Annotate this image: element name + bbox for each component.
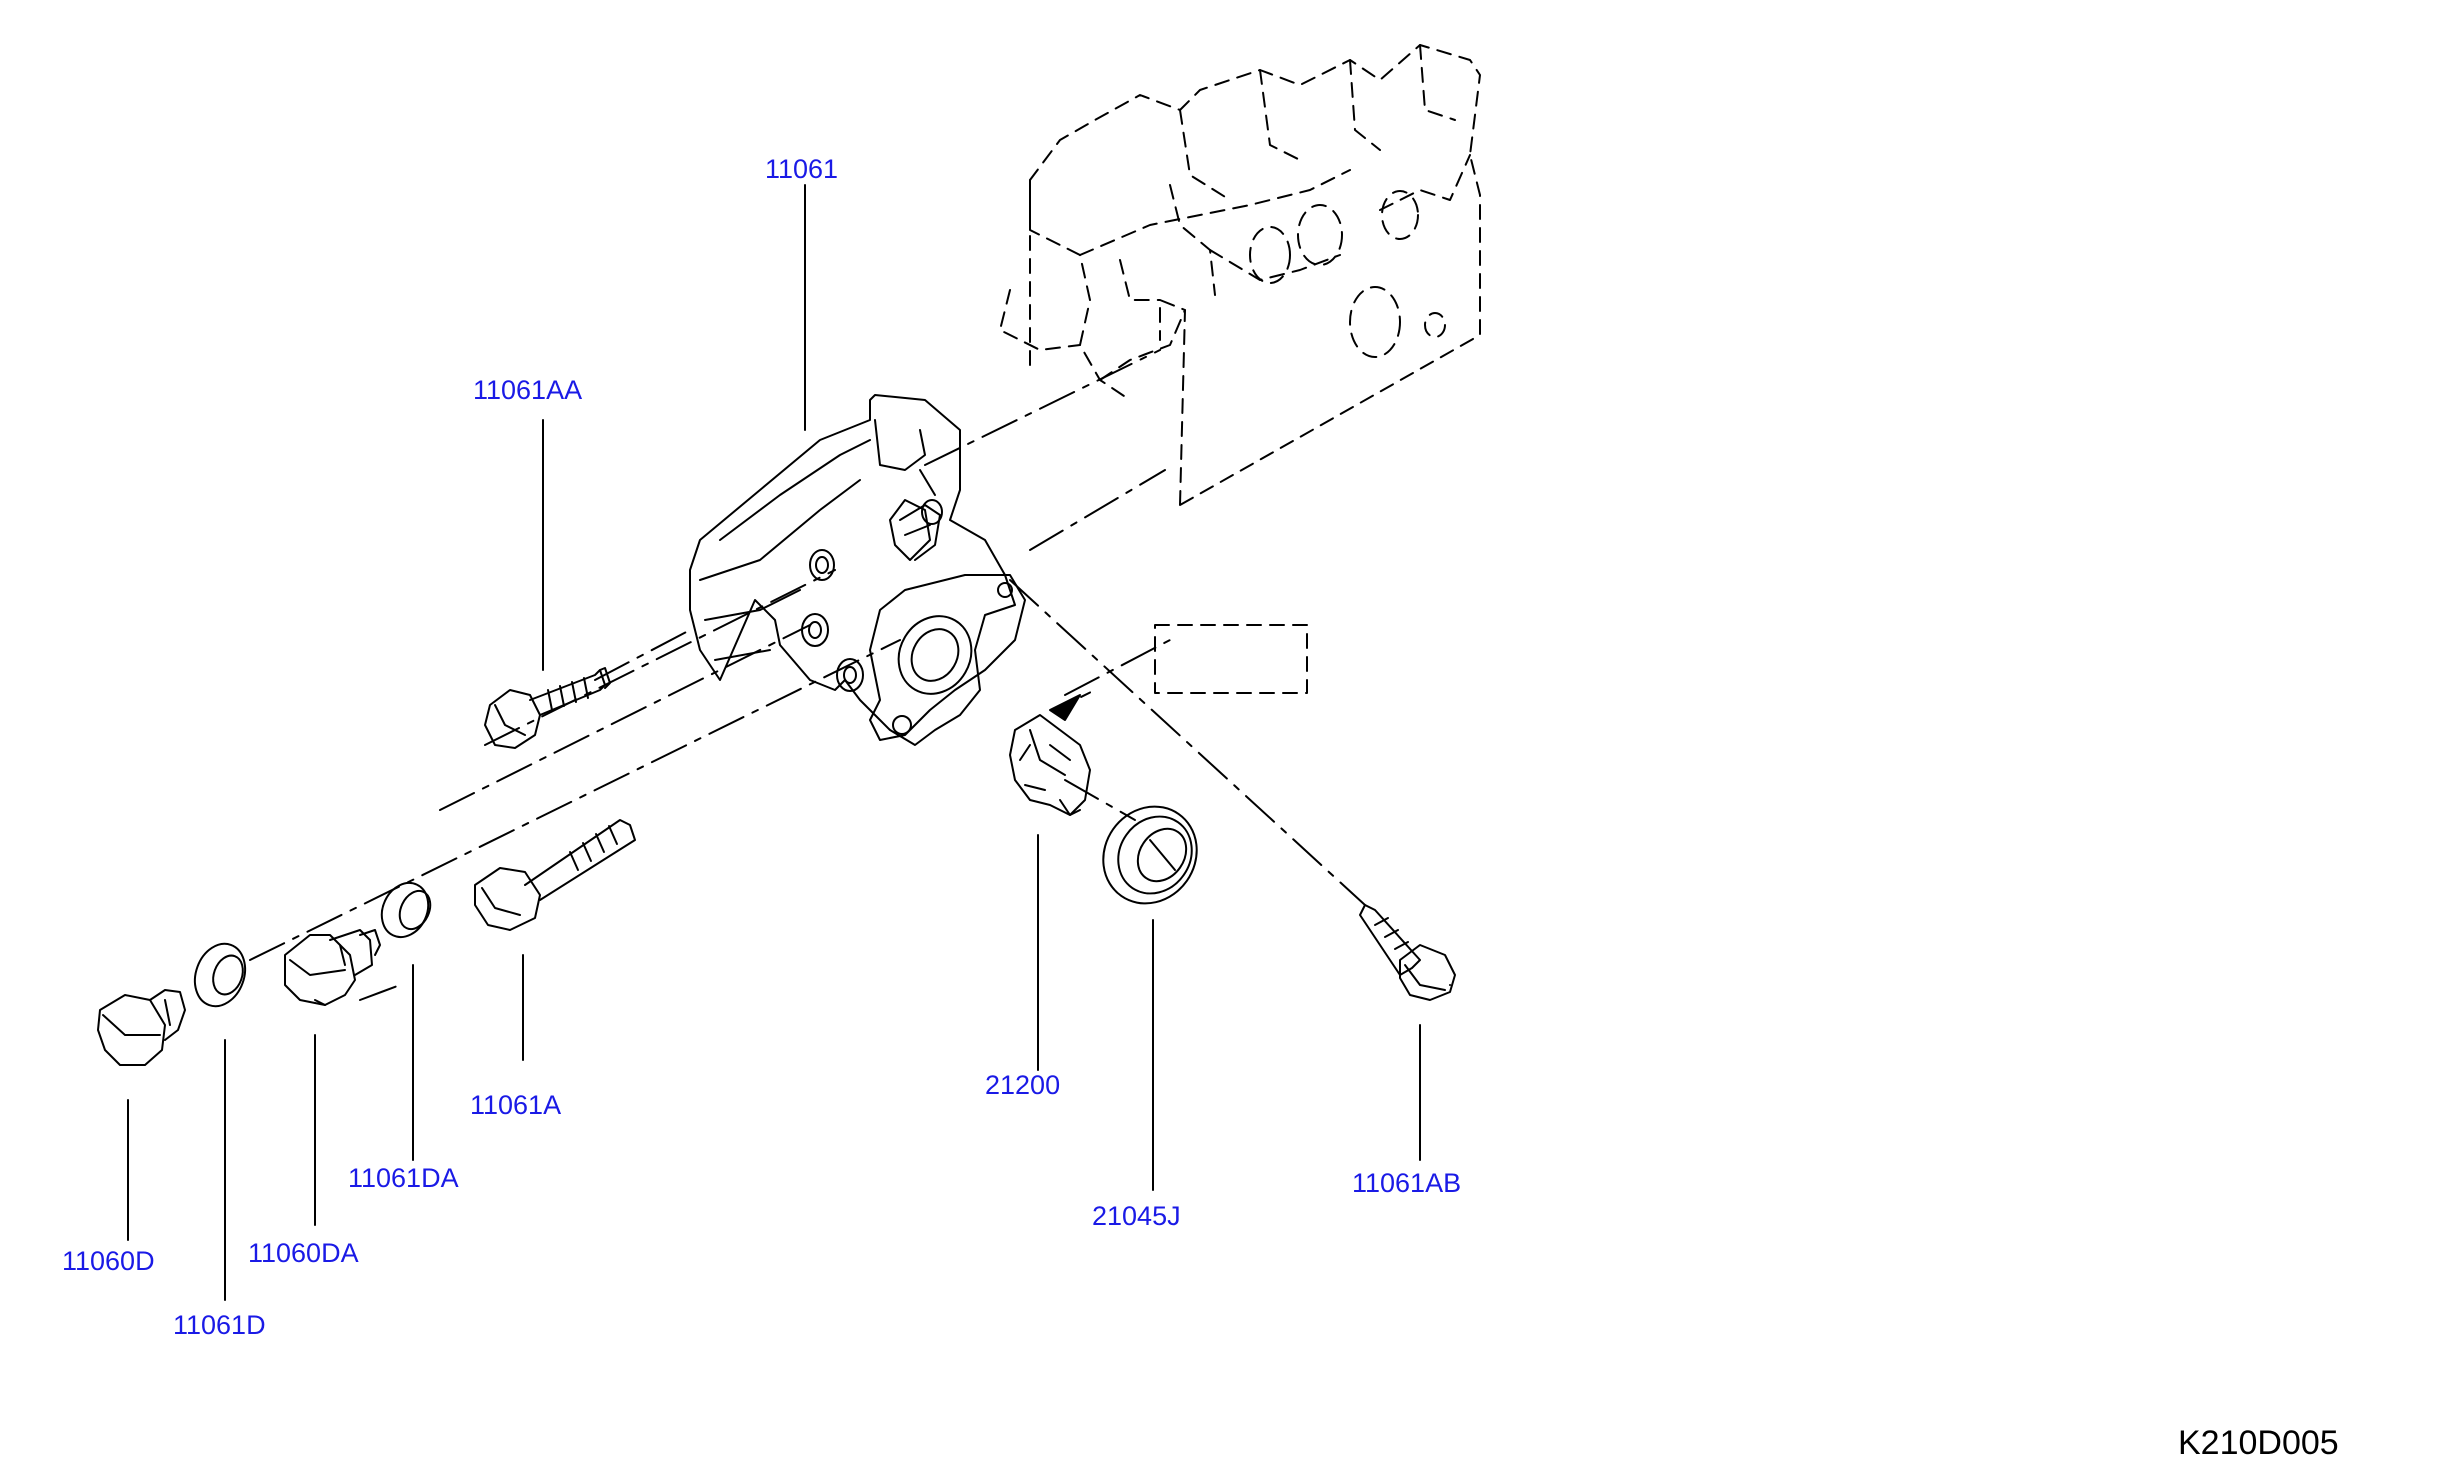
bolt-11061AB [1359, 904, 1456, 1001]
part-label-11061D[interactable]: 11061D [173, 1310, 266, 1340]
diagram-code: K210D005 [2178, 1424, 2339, 1462]
drain-plug-11060DA [284, 929, 381, 1006]
part-label-11060DA[interactable]: 11060DA [248, 1238, 359, 1268]
bolt-11061AA [484, 667, 611, 749]
gasket-21045J [1102, 805, 1198, 905]
part-label-21045J[interactable]: 21045J [1092, 1201, 1181, 1231]
phantom-box [1154, 624, 1308, 694]
washer-11061DA [380, 881, 432, 939]
part-label-21200[interactable]: 21200 [985, 1070, 1061, 1100]
bolt-11061A [474, 819, 636, 931]
part-label-11061A[interactable]: 11061A [470, 1090, 562, 1120]
leader-lines [127, 184, 1421, 1301]
washer-11061D [193, 942, 247, 1008]
water-pump-housing [689, 394, 1026, 746]
part-label-11061AB[interactable]: 11061AB [1352, 1168, 1462, 1198]
engine-block-outline [999, 44, 1481, 694]
drain-plug-11060D [97, 989, 186, 1066]
part-label-11061DA[interactable]: 11061DA [348, 1163, 459, 1193]
centerlines [249, 349, 1366, 1001]
part-label-11061[interactable]: 11061 [765, 154, 839, 184]
part-label-11061AA[interactable]: 11061AA [473, 375, 583, 405]
part-label-11060D[interactable]: 11060D [62, 1246, 155, 1276]
thermostat-21200 [1009, 689, 1096, 816]
